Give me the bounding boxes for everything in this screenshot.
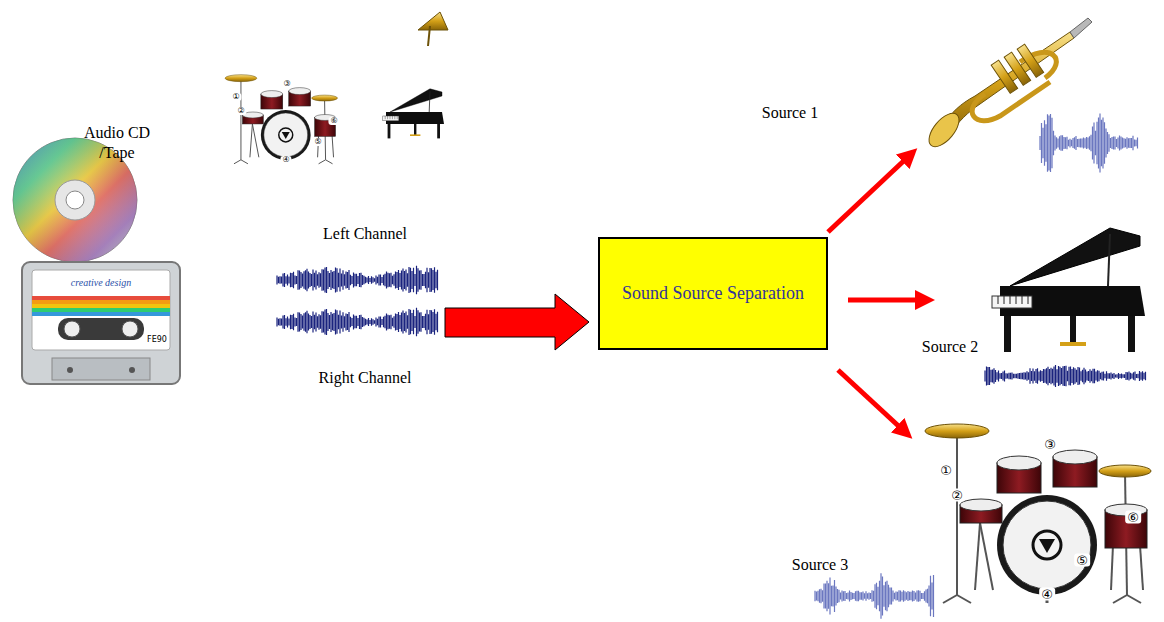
process-box: Sound Source Separation bbox=[598, 237, 828, 350]
grand-piano bbox=[992, 228, 1145, 352]
waveform-source bbox=[815, 573, 934, 619]
callout-number: ① bbox=[938, 464, 954, 477]
drum-kit bbox=[925, 424, 1151, 603]
gramophone-horn bbox=[418, 12, 448, 46]
trumpet bbox=[923, 18, 1092, 152]
callout-number: ④ bbox=[1039, 588, 1055, 601]
box-label: Sound Source Separation bbox=[612, 275, 814, 311]
waveform-source bbox=[1040, 113, 1138, 172]
callout-number: ⑤ bbox=[312, 138, 323, 146]
text-label: FE90 bbox=[147, 336, 167, 344]
callout-number: ⑥ bbox=[1125, 511, 1141, 524]
text-label: Left Channel bbox=[323, 224, 407, 244]
waveform-trace bbox=[985, 365, 1146, 387]
waveform-trace bbox=[1040, 113, 1138, 172]
text-label: creative design bbox=[71, 277, 131, 290]
output-arrows bbox=[828, 155, 925, 432]
text-label: Source 3 bbox=[792, 555, 848, 575]
waveform-trace bbox=[277, 266, 438, 294]
text-label: Right Channel bbox=[319, 368, 412, 388]
text-label: Source 1 bbox=[762, 103, 818, 123]
text-label: Source 2 bbox=[920, 337, 980, 357]
text-label: Audio CD /Tape bbox=[72, 123, 162, 163]
callout-number: ③ bbox=[1042, 438, 1058, 451]
callout-number: ③ bbox=[281, 80, 292, 88]
waveform-trace bbox=[277, 308, 438, 336]
callout-number: ① bbox=[230, 93, 241, 101]
callout-number: ② bbox=[949, 489, 965, 502]
waveform-left bbox=[277, 266, 438, 294]
cassette-tape bbox=[22, 262, 180, 384]
piano-small bbox=[383, 89, 444, 139]
waveform-trace bbox=[815, 573, 934, 619]
waveform-right bbox=[277, 308, 438, 336]
callout-number: ④ bbox=[280, 156, 291, 164]
input-arrow bbox=[445, 294, 589, 350]
waveform-source bbox=[985, 365, 1146, 387]
callout-number: ⑥ bbox=[328, 117, 339, 125]
drum-kit-small bbox=[225, 75, 337, 164]
callout-number: ② bbox=[235, 107, 246, 115]
callout-number: ⑤ bbox=[1074, 554, 1090, 567]
